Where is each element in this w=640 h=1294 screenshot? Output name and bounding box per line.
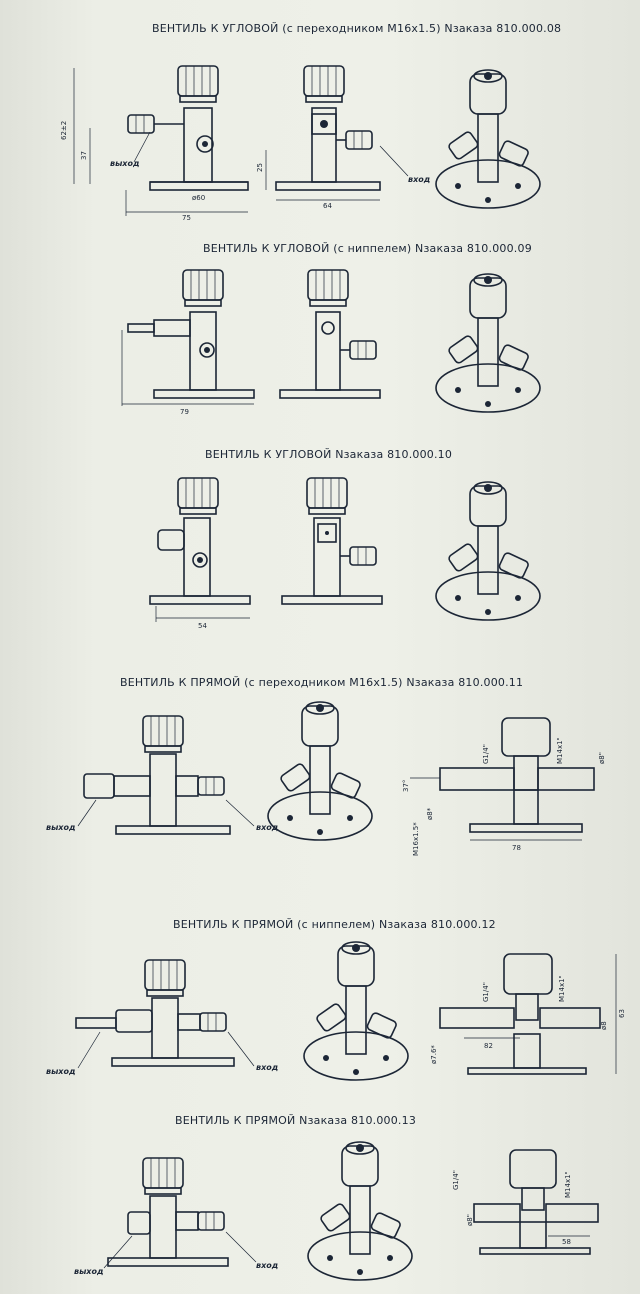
drawing-810-000-09: 79: [121, 269, 541, 416]
dim-m16: М16х1.5*: [412, 822, 420, 856]
drawing-810-000-08: 62±2 37 ø60 75 выход 25 64 вход: [60, 65, 541, 222]
dim-g14: G1/4": [482, 744, 490, 764]
dim-d76: ø7.6*: [430, 1045, 438, 1064]
dim-64: 64: [323, 202, 332, 210]
dim-63: 63: [618, 1009, 626, 1018]
dim-62: 62±2: [60, 121, 68, 140]
section-title-08: ВЕНТИЛЬ К УГЛОВОЙ (с переходником М16х1.…: [152, 22, 562, 35]
section-title-10: ВЕНТИЛЬ К УГЛОВОЙ Nзаказа 810.000.10: [205, 448, 453, 461]
label-inlet-11: вход: [256, 823, 278, 832]
section-title-11: ВЕНТИЛЬ К ПРЯМОЙ (с переходником М16х1.5…: [120, 676, 524, 689]
section-title-12: ВЕНТИЛЬ К ПРЯМОЙ (с ниппелем) Nзаказа 81…: [173, 918, 496, 931]
section-title-09: ВЕНТИЛЬ К УГЛОВОЙ (с ниппелем) Nзаказа 8…: [203, 242, 532, 255]
dim-54: 54: [198, 622, 207, 630]
label-outlet-13: выход: [74, 1267, 103, 1276]
dim-d8-12: ø8: [600, 1021, 608, 1030]
dim-37deg: 37°: [402, 780, 410, 792]
dim-82: 82: [484, 1042, 493, 1050]
dim-d8-left: ø8*: [426, 807, 434, 820]
label-outlet: выход: [110, 159, 139, 168]
drawing-810-000-12: выход вход 82 63 G1/4" М14х1" ø7.6* ø8: [46, 941, 626, 1081]
label-inlet: вход: [408, 175, 430, 184]
dim-58: 58: [562, 1238, 571, 1246]
drawing-810-000-11: выход вход 78 37° G1/4" М14х1" ø8" ø8* М…: [46, 701, 606, 856]
label-outlet-12: выход: [46, 1067, 75, 1076]
drawing-810-000-10: 54: [149, 477, 541, 630]
dim-d60: ø60: [192, 194, 205, 202]
dim-g14-13: G1/4": [452, 1170, 460, 1190]
dim-75: 75: [182, 214, 191, 222]
dim-m14-13: М14х1": [564, 1171, 572, 1198]
dim-25: 25: [256, 163, 264, 172]
dim-d8-13: ø8": [466, 1214, 474, 1226]
section-title-13: ВЕНТИЛЬ К ПРЯМОЙ Nзаказа 810.000.13: [175, 1114, 417, 1127]
label-outlet-11: выход: [46, 823, 75, 832]
label-inlet-13: вход: [256, 1261, 278, 1270]
label-inlet-12: вход: [256, 1063, 278, 1072]
dim-m14: М14х1": [556, 737, 564, 764]
dim-79: 79: [180, 408, 189, 416]
drawing-810-000-13: выход вход 58 G1/4" М14х1" ø8": [74, 1141, 599, 1281]
dim-78: 78: [512, 844, 521, 852]
dim-m14-12: М14х1": [558, 975, 566, 1002]
dim-37: 37: [80, 151, 88, 160]
dim-g14-12: G1/4": [482, 982, 490, 1002]
dim-d8-right: ø8": [598, 752, 606, 764]
